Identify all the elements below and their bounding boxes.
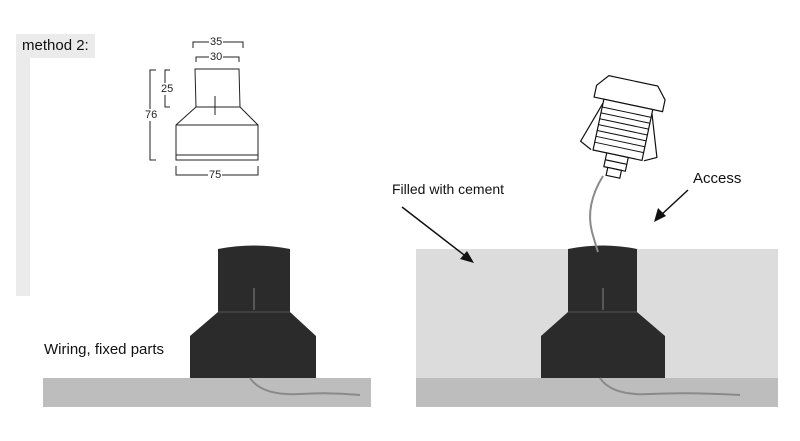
arrow-access: [654, 189, 689, 222]
drawing-neck: [194, 68, 241, 108]
technical-drawing: [149, 41, 259, 176]
ground-right: [416, 378, 778, 407]
drawing-base: [175, 106, 259, 161]
dim-label-76: 76: [144, 109, 159, 121]
caption-cement: Filled with cement: [392, 181, 505, 197]
dim-label-30: 30: [209, 51, 224, 63]
cable-right-bottom: [599, 377, 741, 396]
arrow-cement: [401, 206, 474, 263]
method-label: method 2:: [16, 34, 95, 58]
label-panel: [16, 58, 30, 296]
cable-to-lamp: [589, 175, 604, 253]
caption-wiring: Wiring, fixed parts: [44, 341, 165, 358]
dim-label-35: 35: [209, 36, 224, 48]
left-installation: [43, 245, 371, 407]
dim-label-75: 75: [208, 169, 223, 181]
lamp-insert: [579, 75, 666, 179]
lamp-cap: [593, 75, 666, 113]
dim-label-25: 25: [160, 83, 175, 95]
cable-left: [249, 377, 361, 396]
caption-access: Access: [693, 170, 742, 187]
right-installation: [416, 175, 778, 407]
